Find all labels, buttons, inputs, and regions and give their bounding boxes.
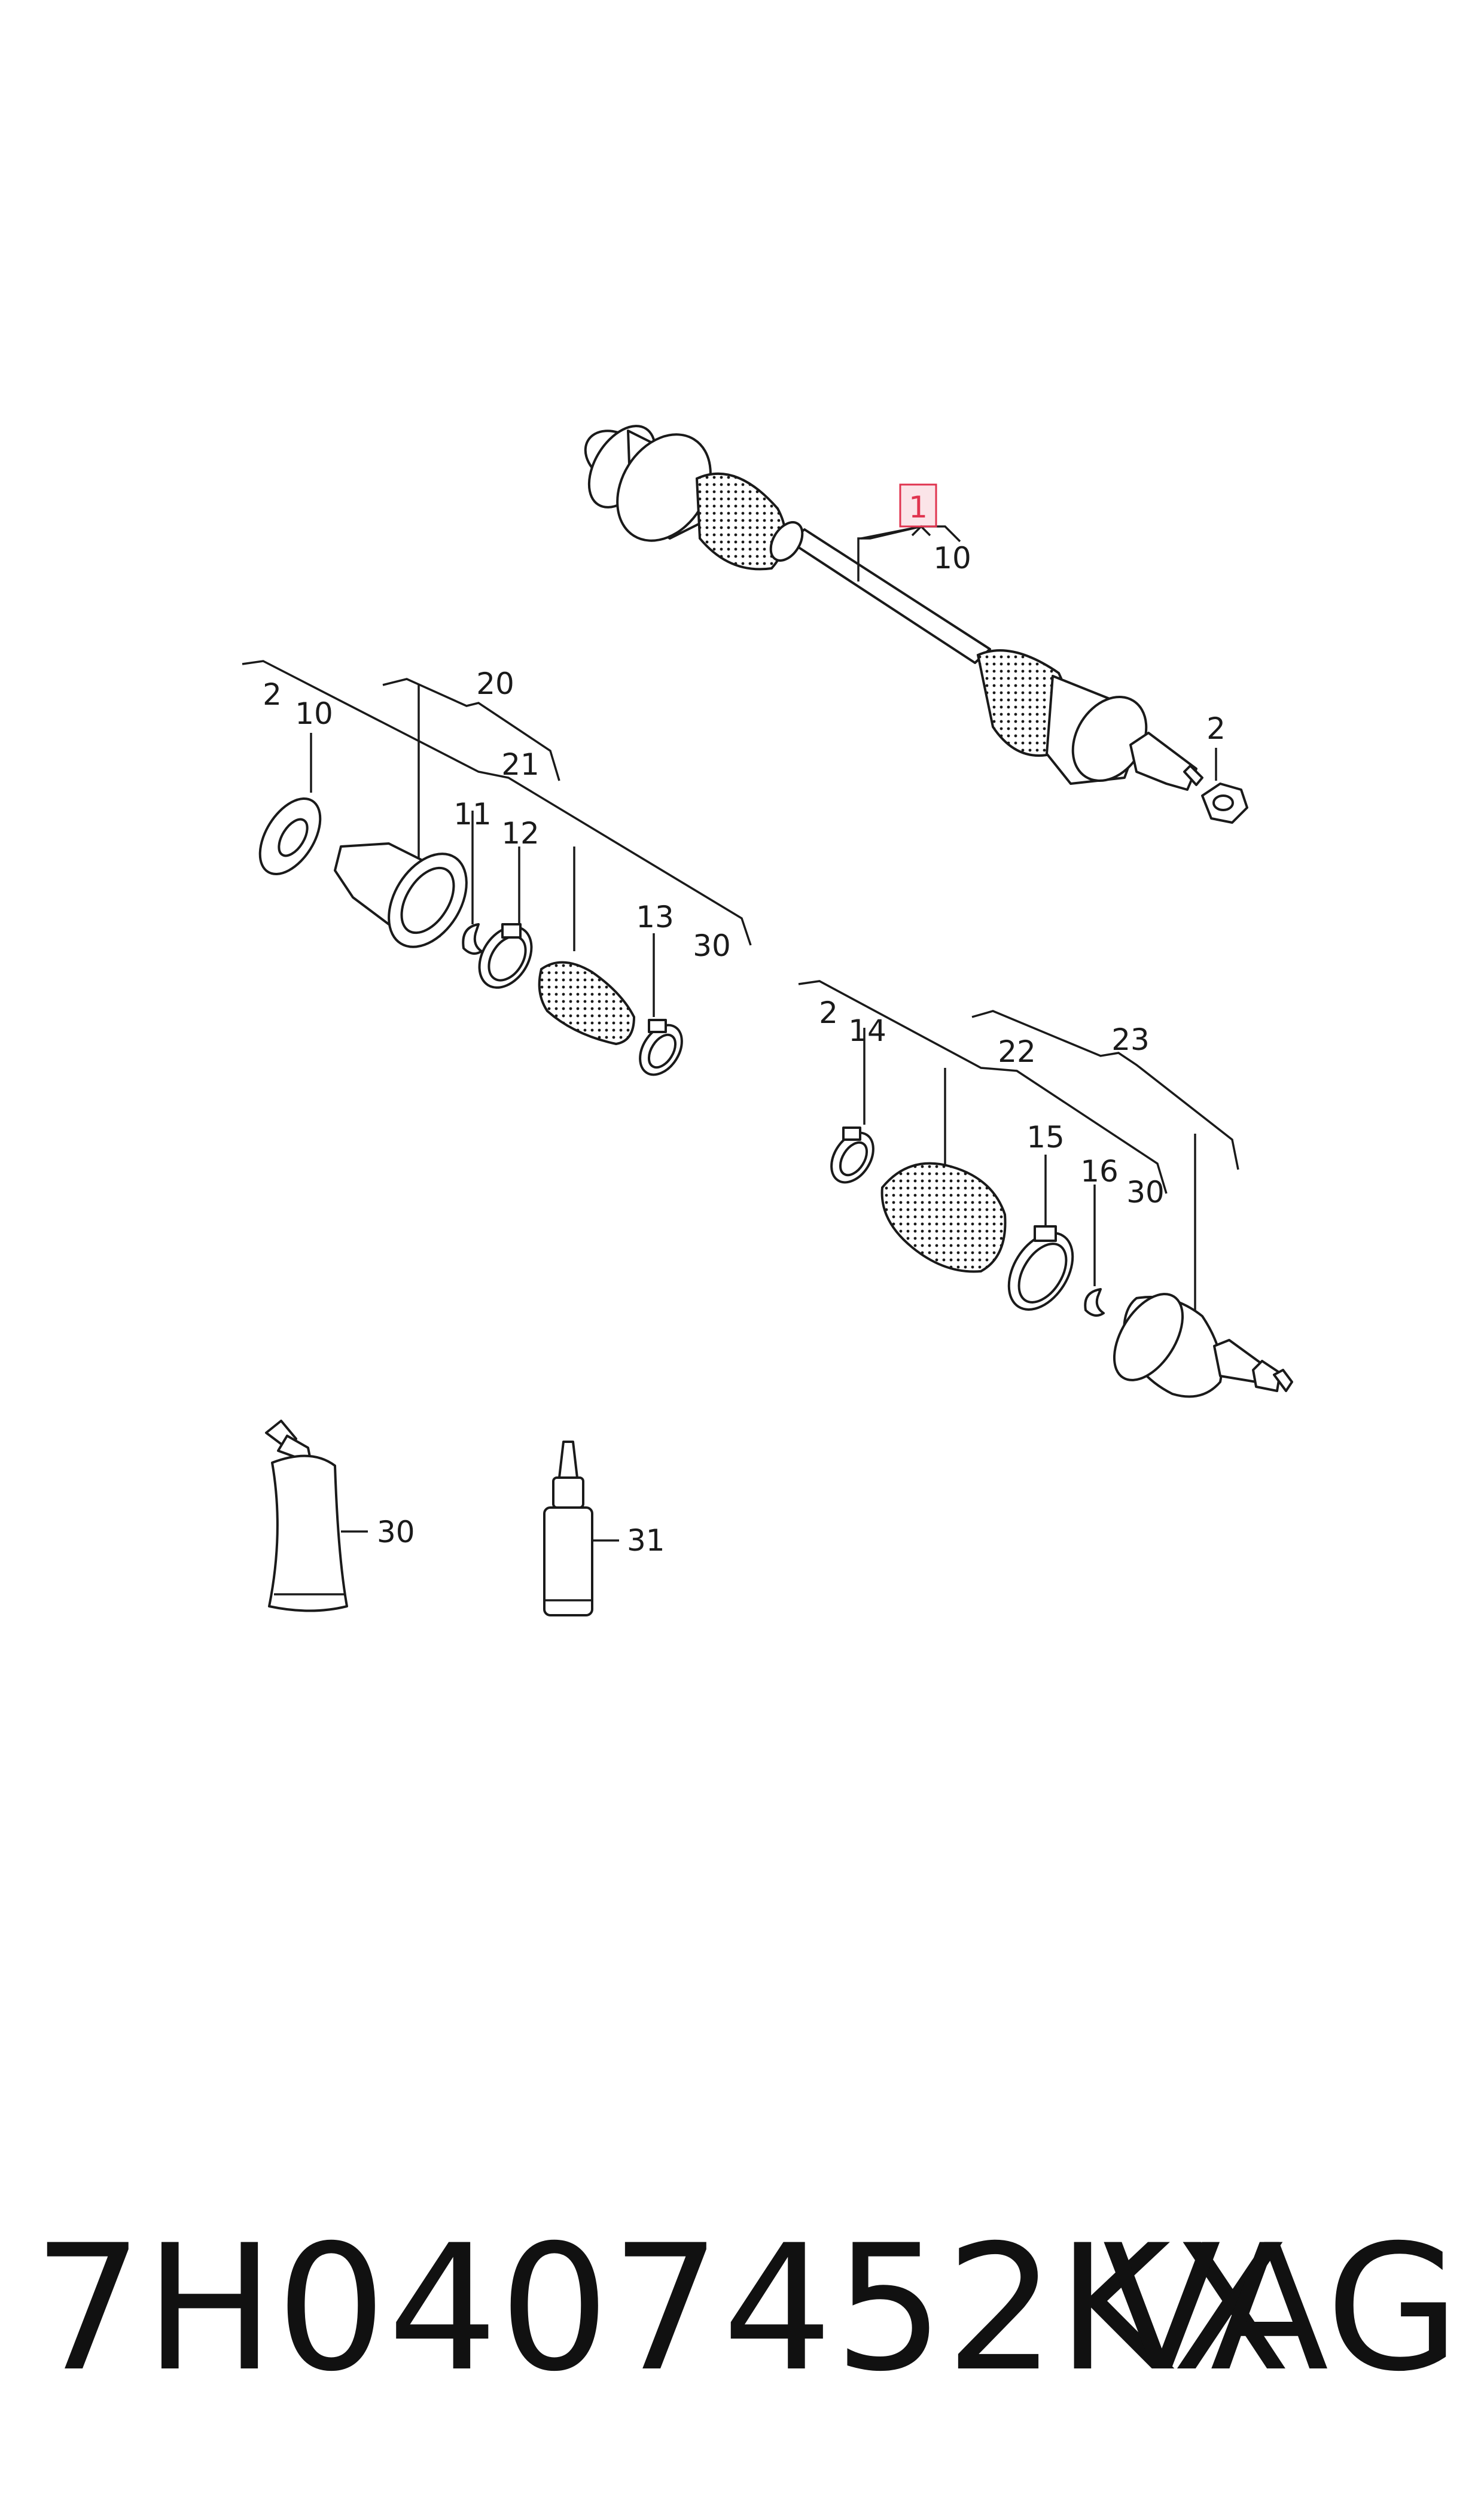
gasket-ring[interactable] — [248, 788, 333, 884]
clamp-14[interactable] — [823, 1125, 882, 1190]
callout-23: 23 — [1111, 1022, 1150, 1057]
outer-boot[interactable] — [880, 1162, 1007, 1273]
clamp-15[interactable] — [996, 1222, 1086, 1321]
callout-1[interactable]: 1 — [909, 490, 928, 525]
callout-2-shaft: 2 — [1206, 711, 1226, 746]
footer: 7H0407452KX VAG — [0, 2219, 1484, 2399]
callout-20: 20 — [476, 666, 514, 701]
callout-15: 15 — [1026, 1120, 1065, 1155]
brand-name: VAG — [1102, 2208, 1460, 2410]
callout-group-1: 1 10 — [857, 483, 971, 581]
callout-21: 21 — [501, 747, 540, 782]
callout-2-left: 2 — [263, 677, 282, 712]
outer-cv-joint[interactable] — [1100, 1282, 1293, 1398]
circlip-11[interactable] — [462, 923, 483, 955]
callout-12: 12 — [501, 816, 540, 851]
callout-16: 16 — [1080, 1154, 1119, 1189]
callout-30-tube: 30 — [377, 1515, 415, 1549]
callout-group-2-shaft: 2 — [1206, 711, 1226, 781]
callout-31: 31 — [627, 1523, 665, 1558]
callout-30-left: 30 — [693, 928, 731, 963]
callout-10-left: 10 — [295, 696, 333, 731]
circlip-16[interactable] — [1084, 1288, 1105, 1317]
clamp-13[interactable] — [632, 1018, 691, 1082]
callout-2-right: 2 — [819, 995, 838, 1030]
callout-22: 22 — [998, 1034, 1036, 1069]
grease-tube[interactable]: 30 — [265, 1420, 415, 1612]
sealant-bottle[interactable]: 31 — [543, 1441, 665, 1616]
callout-14: 14 — [848, 1013, 886, 1048]
inner-boot[interactable] — [538, 961, 636, 1046]
part-number: 7H0407452KX — [33, 2208, 1292, 2410]
clamp-12[interactable] — [469, 917, 543, 997]
inner-joint-kit: 2 10 20 21 11 12 13 30 — [242, 660, 752, 1082]
drive-shaft-assembly[interactable] — [575, 415, 1248, 824]
callout-30-right: 30 — [1126, 1175, 1165, 1210]
callout-13: 13 — [636, 900, 674, 934]
inner-cv-joint[interactable] — [334, 840, 483, 961]
callout-10-top: 10 — [933, 541, 971, 576]
callout-11: 11 — [453, 797, 492, 832]
callout-1-highlight-box[interactable] — [899, 483, 937, 528]
outer-joint-kit: 2 14 22 23 15 16 30 — [798, 980, 1293, 1398]
